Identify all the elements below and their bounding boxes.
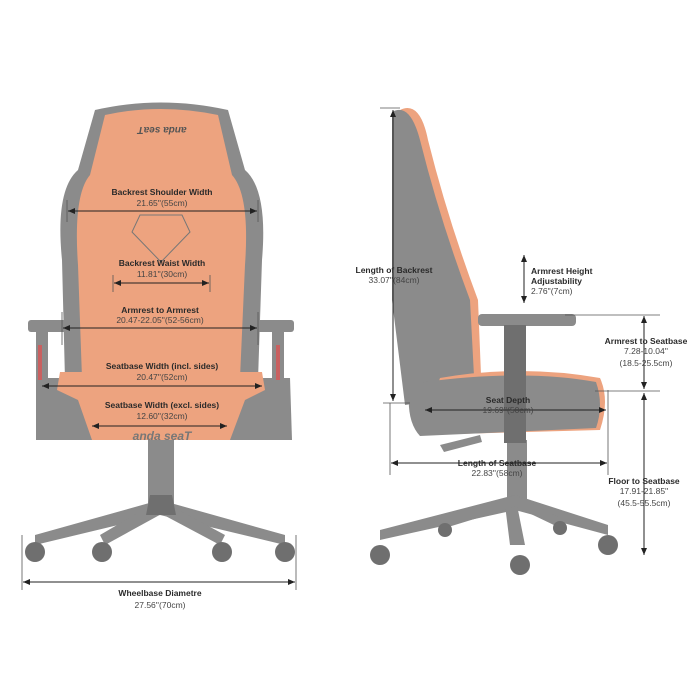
- wheel: [370, 545, 390, 565]
- seat-depth-label: Seat Depth: [486, 395, 530, 405]
- side-view-chair: [370, 108, 618, 575]
- brand-logo-seat: anda seaT: [133, 429, 193, 443]
- wheel: [25, 542, 45, 562]
- wheel: [553, 521, 567, 535]
- backrest-shoulder-width-label: Backrest Shoulder Width: [112, 187, 213, 197]
- length-of-seatbase-value: 22.83''(58cm): [472, 468, 523, 478]
- seatbase-width-incl-label: Seatbase Width (incl. sides): [106, 361, 219, 371]
- front-ad-emblem: [131, 214, 191, 263]
- front-right-armrest: [256, 320, 294, 440]
- front-base: [35, 440, 285, 545]
- side-armrest: [478, 314, 576, 443]
- length-of-backrest-label: Length of Backrest: [356, 265, 433, 275]
- front-backrest-cushion: [76, 109, 247, 378]
- side-backrest: [392, 109, 475, 406]
- length-of-backrest-value: 33.07''(84cm): [369, 275, 420, 285]
- armrest-to-armrest-label: Armrest to Armrest: [121, 305, 199, 315]
- wheel: [92, 542, 112, 562]
- brand-logo-top: anda seaT: [137, 124, 187, 135]
- side-wheels: [370, 521, 618, 575]
- wheel: [438, 523, 452, 537]
- armrest-to-seatbase-value-cm: (18.5-25.5cm): [620, 358, 673, 368]
- backrest-waist-width-label: Backrest Waist Width: [119, 258, 206, 268]
- floor-to-seatbase-value: 17.91-21.85'': [620, 486, 669, 496]
- wheel: [598, 535, 618, 555]
- armrest-to-armrest-value: 20.47-22.05''(52-56cm): [116, 315, 204, 325]
- length-of-seatbase-label: Length of Seatbase: [458, 458, 537, 468]
- side-base: [380, 435, 608, 545]
- armrest-height-label-2: Adjustability: [531, 276, 582, 286]
- seat-depth-value: 19.69''(50cm): [483, 405, 534, 415]
- wheelbase-diametre-value: 27.56''(70cm): [135, 600, 186, 610]
- seatbase-width-excl-label: Seatbase Width (excl. sides): [105, 400, 219, 410]
- wheelbase-diametre-label: Wheelbase Diametre: [118, 588, 201, 598]
- floor-to-seatbase-value-cm: (45.5-55.5cm): [618, 498, 671, 508]
- backrest-shoulder-width-value: 21.65''(55cm): [137, 198, 188, 208]
- wheel: [275, 542, 295, 562]
- floor-to-seatbase-label: Floor to Seatbase: [608, 476, 680, 486]
- front-wheels: [25, 542, 295, 562]
- armrest-to-seatbase-label: Armrest to Seatbase: [605, 336, 688, 346]
- seatbase-width-incl-value: 20.47''(52cm): [137, 372, 188, 382]
- armrest-height-value: 2.76''(7cm): [531, 286, 573, 296]
- side-dimensions: Length of Backrest 33.07''(84cm) Armrest…: [356, 107, 688, 555]
- wheel: [212, 542, 232, 562]
- front-dimensions: Backrest Shoulder Width 21.65''(55cm) Ba…: [21, 187, 297, 610]
- wheel: [510, 555, 530, 575]
- backrest-waist-width-value: 11.81''(30cm): [137, 269, 188, 279]
- armrest-to-seatbase-value: 7.28-10.04'': [624, 346, 668, 356]
- front-view-chair: anda seaT anda seaT: [25, 102, 295, 562]
- seatbase-width-excl-value: 12.60''(32cm): [137, 411, 188, 421]
- armrest-height-label: Armrest Height: [531, 266, 593, 276]
